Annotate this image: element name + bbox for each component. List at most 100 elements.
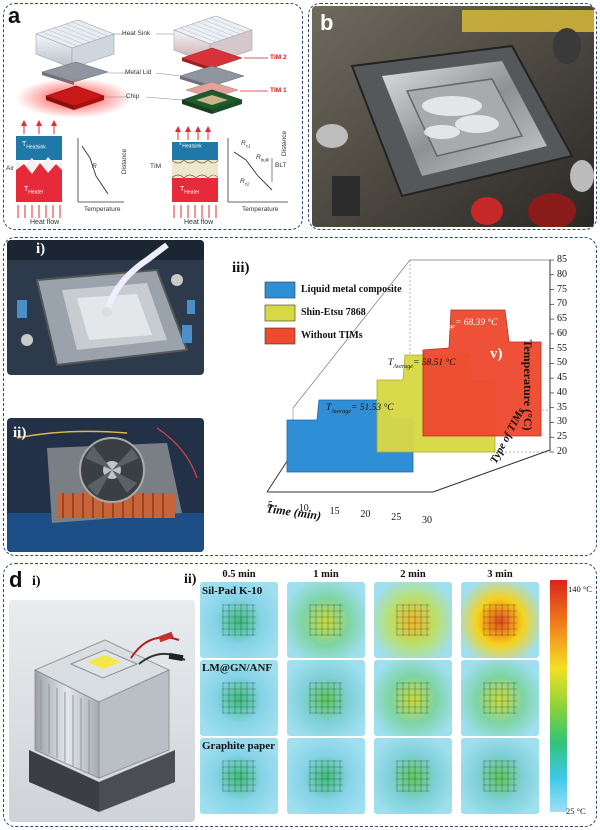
y-tick-label: 25	[557, 431, 567, 443]
chart-legend	[264, 281, 296, 345]
left-resistance-schematic	[16, 120, 124, 218]
x-tick-label: 20	[360, 509, 371, 520]
thermal-image-cell	[374, 738, 452, 814]
thermal-image-cell	[461, 582, 539, 658]
col-label-1-min: 1 min	[313, 569, 339, 580]
x-tick-label: 5	[268, 500, 273, 511]
cpu-with-tim-photo	[7, 240, 204, 375]
label-heat-sink: Heat Sink	[122, 30, 151, 37]
panel-b	[308, 3, 597, 230]
x-tick-label: 15	[329, 506, 340, 517]
panel-b-label: b	[320, 10, 334, 35]
label-tim2: TIM 2	[270, 54, 287, 61]
cpu-socket-photo	[312, 6, 594, 227]
led-array-hotspot	[396, 682, 430, 714]
y-tick-label: 70	[557, 298, 567, 310]
x-tick-label: 10	[298, 503, 309, 514]
y-tick-label: 30	[557, 416, 567, 428]
panel-c	[3, 237, 597, 556]
y-tick-label: 75	[557, 283, 567, 295]
right-x-axis-label: Temperature	[242, 206, 279, 213]
left-t-heatsink: THeatsink	[22, 141, 46, 151]
label-metal-lid: Metal Lid	[125, 69, 152, 76]
thermal-image-cell	[374, 660, 452, 736]
thermal-image-cell	[287, 660, 365, 736]
panel-a-schematic	[16, 15, 288, 218]
right-rbulk-label: Rbulk	[256, 154, 269, 163]
panel-c-sub-ii: ii)	[13, 425, 27, 441]
left-t-heater: THeater	[24, 186, 44, 196]
temperature-3d-chart	[264, 259, 554, 493]
led-array-hotspot	[396, 760, 430, 792]
led-heatsink-photo	[9, 600, 195, 822]
legend-shin-etsu-7868: Shin-Etsu 7868	[301, 307, 366, 318]
panel-a-label: a	[8, 3, 21, 28]
scale-max-label: 140 °C	[568, 584, 592, 594]
label-chip: Chip	[126, 93, 140, 100]
panel-d-sub-i: i)	[32, 574, 41, 589]
y-tick-label: 80	[557, 268, 567, 280]
panel-c-sub-i: i)	[36, 241, 46, 257]
avg-label-without-tims: TAverage= 68.39 °C	[430, 318, 498, 330]
panel-a	[3, 3, 303, 230]
led-array-hotspot	[483, 604, 517, 636]
col-label-0-5-min: 0.5 min	[222, 569, 256, 580]
panel-d	[3, 563, 597, 827]
right-rc2-label: Rc2	[240, 178, 250, 187]
row-label-graphite-paper: Graphite paper	[202, 740, 276, 752]
right-resistance-schematic	[171, 126, 288, 218]
thermal-image-cell	[200, 582, 278, 658]
y-tick-label: 20	[557, 446, 567, 457]
left-y-axis-label: Distance	[121, 148, 129, 175]
thermal-image-cell	[461, 660, 539, 736]
right-tim-label: TIM	[150, 163, 162, 170]
color-scale-bar	[550, 580, 567, 812]
y-tick-label: 55	[557, 342, 567, 354]
thermal-image-cell	[287, 582, 365, 658]
y-tick-label: 85	[557, 254, 567, 265]
avg-label-liquid-metal: TAverage= 51.53 °C	[326, 403, 394, 415]
panel-d-label: d	[9, 567, 23, 592]
series-without-tims-area	[422, 309, 542, 437]
right-rc1-label: Rc1	[241, 140, 251, 149]
x-tick-label: 25	[391, 512, 402, 523]
led-array-hotspot	[309, 760, 343, 792]
row-label-sil-pad: Sil-Pad K-10	[202, 585, 263, 597]
right-t-heater: THeater	[180, 186, 200, 196]
led-array-hotspot	[222, 604, 256, 636]
right-heat-flow: Heat flow	[184, 219, 214, 226]
left-air-label: Air	[6, 165, 14, 172]
led-array-hotspot	[309, 604, 343, 636]
left-heat-sink	[35, 19, 115, 69]
panel-d-sub-ii: ii)	[184, 572, 197, 587]
cpu-fan-photo	[7, 418, 204, 552]
thermal-image-cell	[461, 738, 539, 814]
led-array-hotspot	[309, 682, 343, 714]
row-label-lm-gn-anf: LM@GN/ANF	[202, 662, 273, 674]
thermal-image-cell	[200, 660, 278, 736]
left-heat-flow: Heat flow	[30, 219, 60, 226]
scale-min-label: 25 °C	[566, 806, 586, 816]
col-label-2-min: 2 min	[400, 569, 426, 580]
y-axis-title: Temperature (°C)	[521, 339, 535, 431]
left-r-label: R	[92, 163, 97, 170]
led-array-hotspot	[222, 760, 256, 792]
led-array-hotspot	[222, 682, 256, 714]
led-array-hotspot	[483, 760, 517, 792]
legend-without-tims: Without TIMs	[301, 330, 363, 341]
y-tick-label: 65	[557, 313, 567, 325]
y-tick-label: 35	[557, 401, 567, 413]
panel-c-sub-iii: iii)	[232, 260, 250, 276]
led-array-hotspot	[396, 604, 430, 636]
right-t-heatsink: THeatsink	[178, 140, 202, 150]
y-tick-label: 45	[557, 372, 567, 384]
y-tick-label: 60	[557, 327, 567, 339]
x-tick-label: 30	[422, 515, 432, 526]
y-tick-label: 40	[557, 386, 567, 398]
label-tim1: TIM 1	[270, 87, 287, 94]
led-array-hotspot	[483, 682, 517, 714]
legend-liquid-metal-composite: Liquid metal composite	[301, 284, 402, 295]
col-label-3-min: 3 min	[487, 569, 513, 580]
right-y-axis-label: Distance	[281, 130, 289, 157]
left-x-axis-label: Temperature	[84, 206, 121, 213]
